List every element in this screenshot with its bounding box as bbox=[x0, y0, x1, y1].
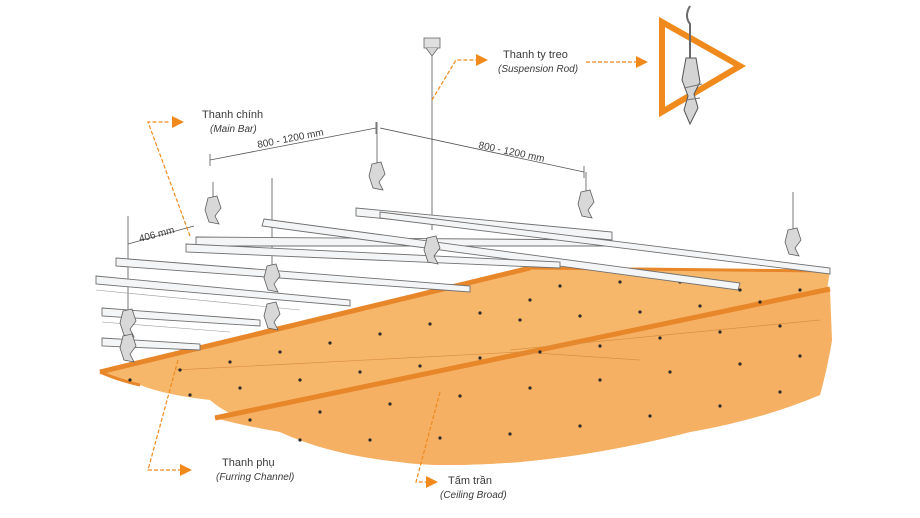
screw-dot bbox=[798, 354, 802, 358]
screw-dot bbox=[668, 370, 672, 374]
screw-dot bbox=[698, 304, 702, 308]
screw-dot bbox=[418, 364, 422, 368]
screw-dot bbox=[388, 402, 392, 406]
screw-dot bbox=[758, 300, 762, 304]
screw-dot bbox=[378, 332, 382, 336]
rod-top-bracket bbox=[423, 37, 441, 57]
hanger-clip-icon bbox=[263, 301, 281, 331]
screw-dot bbox=[738, 288, 742, 292]
screw-dot bbox=[738, 362, 742, 366]
screw-dot bbox=[228, 360, 232, 364]
screw-dot bbox=[238, 386, 242, 390]
screw-dot bbox=[658, 336, 662, 340]
hanger-clip-icon bbox=[119, 333, 137, 363]
screw-dot bbox=[798, 288, 802, 292]
label-main-bar: Thanh chính bbox=[202, 109, 263, 121]
label-ceiling-board-en: (Ceiling Broad) bbox=[440, 490, 507, 501]
screw-dot bbox=[538, 350, 542, 354]
hanger-clip-icon bbox=[577, 189, 595, 219]
screw-dot bbox=[518, 318, 522, 322]
screw-dot bbox=[368, 438, 372, 442]
label-furring-channel: Thanh phụ bbox=[222, 457, 275, 469]
callout-furring-channel: Thanh phụ (Furring Channel) bbox=[147, 359, 294, 483]
callout-main-bar: Thanh chính (Main Bar) bbox=[147, 109, 263, 237]
screw-dot bbox=[528, 298, 532, 302]
screw-dot bbox=[478, 356, 482, 360]
screw-dot bbox=[598, 344, 602, 348]
callout-suspension-rod: Thanh ty treo (Suspension Rod) bbox=[431, 49, 648, 101]
ceiling-board-edge-lower bbox=[214, 286, 831, 421]
screw-dot bbox=[128, 378, 132, 382]
screw-dot bbox=[178, 368, 182, 372]
label-furring-channel-en: (Furring Channel) bbox=[216, 472, 294, 483]
screw-dot bbox=[558, 284, 562, 288]
screw-dot bbox=[298, 438, 302, 442]
dimension-main-bar-spacing: 800 - 1200 mm bbox=[256, 127, 324, 151]
ceiling-board-seam bbox=[174, 319, 821, 371]
furring-channel-5 bbox=[185, 243, 561, 269]
dimension-furring-spacing: 406 mm bbox=[138, 225, 176, 245]
screw-dot bbox=[298, 378, 302, 382]
screw-dot bbox=[278, 350, 282, 354]
screw-dot bbox=[648, 414, 652, 418]
screw-dot bbox=[328, 341, 332, 345]
furring-channel-2 bbox=[115, 257, 471, 293]
main-bar-4 bbox=[379, 211, 831, 275]
hanger-clip-icon bbox=[204, 195, 222, 225]
screw-dot bbox=[508, 432, 512, 436]
screw-dot bbox=[578, 314, 582, 318]
screw-dot bbox=[618, 280, 622, 284]
main-bars bbox=[195, 207, 831, 291]
hanger-clip-icon bbox=[263, 263, 281, 293]
screw-dot bbox=[528, 386, 532, 390]
furring-channel-4 bbox=[101, 337, 201, 351]
hanger-clip-icon bbox=[119, 308, 137, 338]
screw-dot bbox=[358, 370, 362, 374]
main-bar-3 bbox=[355, 207, 613, 241]
screw-dot bbox=[718, 330, 722, 334]
triangle-hanger-detail-icon bbox=[659, 5, 747, 126]
hanger-clip-icon bbox=[423, 235, 441, 265]
screw-dot bbox=[598, 378, 602, 382]
screw-dot bbox=[778, 390, 782, 394]
screw-dot bbox=[638, 310, 642, 314]
screw-dot bbox=[458, 394, 462, 398]
screw-dot bbox=[778, 324, 782, 328]
furring-channel-3 bbox=[101, 307, 261, 327]
screw-dot bbox=[438, 436, 442, 440]
screw-dot bbox=[428, 322, 432, 326]
screw-dot bbox=[248, 418, 252, 422]
label-suspension-rod-en: (Suspension Rod) bbox=[498, 64, 578, 75]
callout-ceiling-board: Tấm trần (Ceiling Broad) bbox=[415, 391, 507, 501]
screw-dot bbox=[578, 424, 582, 428]
label-main-bar-en: (Main Bar) bbox=[210, 124, 257, 135]
dimension-rod-spacing: 800 - 1200 mm bbox=[477, 140, 545, 165]
screw-dot bbox=[188, 393, 192, 397]
ceiling-board-screws bbox=[128, 280, 802, 442]
screw-dot bbox=[478, 311, 482, 315]
main-bar-2 bbox=[261, 218, 741, 291]
screw-dot bbox=[318, 410, 322, 414]
furring-channel-1 bbox=[95, 275, 351, 307]
ceiling-board-edge-left bbox=[99, 370, 141, 387]
hangers bbox=[119, 161, 802, 363]
ceiling-board bbox=[99, 265, 832, 465]
hanger-clip-icon bbox=[784, 227, 802, 257]
label-ceiling-board: Tấm trần bbox=[448, 475, 492, 487]
label-suspension-rod: Thanh ty treo bbox=[503, 49, 568, 61]
screw-dot bbox=[718, 404, 722, 408]
hanger-clip-icon bbox=[368, 161, 386, 191]
